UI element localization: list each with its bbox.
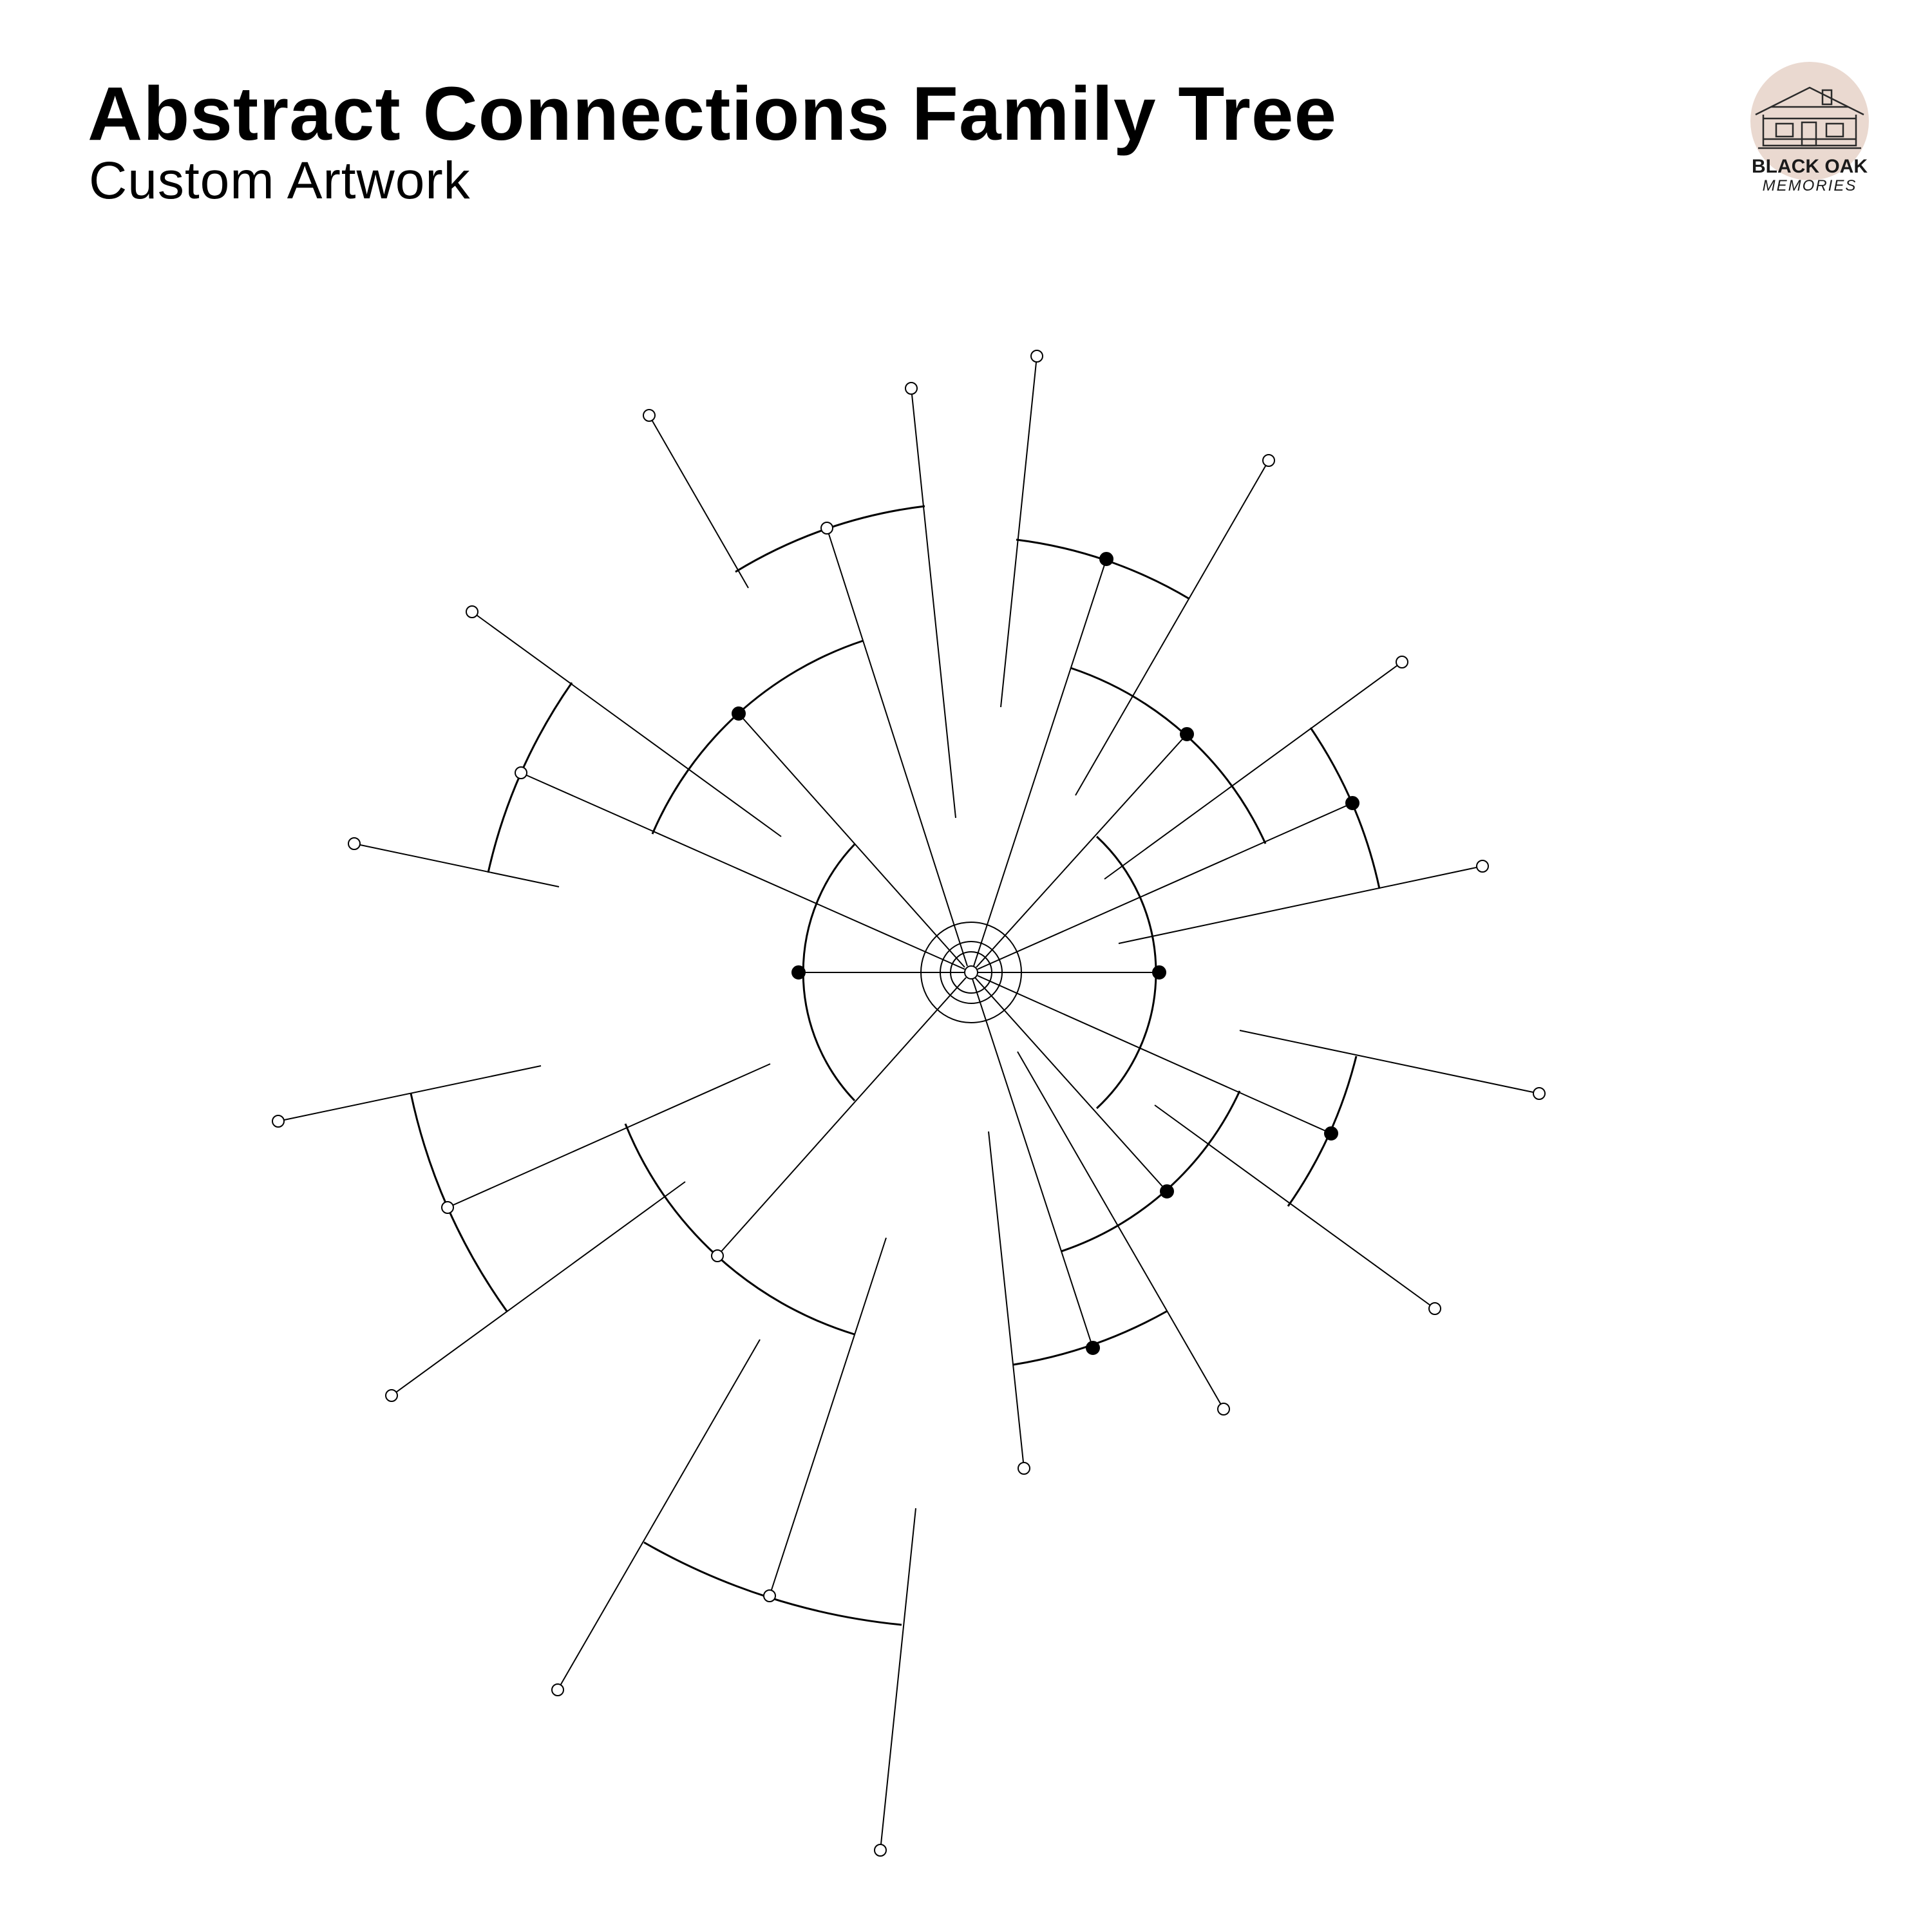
node-left	[791, 965, 806, 980]
arc-gen2-lower-left	[624, 1123, 855, 1336]
arc-gen2-lower-right	[1061, 1090, 1241, 1253]
link-upper-right-far	[1075, 460, 1269, 796]
link-top-right	[1000, 355, 1037, 708]
link-bottom-left-far	[557, 1339, 761, 1690]
arc-gen3-bottom	[643, 1541, 902, 1626]
link-bottom-right-far	[1017, 1051, 1224, 1410]
link-upper-left-far	[471, 611, 782, 837]
leaf-right	[1476, 860, 1489, 873]
arc-gen3-left	[487, 682, 573, 873]
leaf-left	[348, 837, 361, 850]
house-icon	[1755, 86, 1864, 149]
link-to-upper-left-node	[738, 713, 965, 968]
link-bottom-mid-far	[988, 1131, 1025, 1469]
link-to-top-right-node	[973, 558, 1107, 967]
leaf-top-right	[1030, 350, 1043, 363]
link-to-lower-right-node	[977, 975, 1332, 1134]
leaf-right-lower	[1533, 1087, 1546, 1100]
link-to-lower-left-hollow	[717, 977, 967, 1256]
tree-hollow-nodes	[272, 350, 1546, 1857]
link-to-right-node	[977, 802, 1353, 970]
root-node	[964, 965, 978, 980]
link-to-left-hollow	[520, 772, 965, 970]
tree-links	[278, 355, 1540, 1851]
node-lower-left-mid-hollow	[441, 1201, 454, 1214]
arc-gen3-lower-right	[1287, 1056, 1358, 1207]
leaf-left-lower	[272, 1115, 285, 1128]
logo-badge	[1750, 62, 1869, 180]
link-right-far-lower	[1239, 1030, 1540, 1094]
leaf-lower-left	[385, 1389, 398, 1402]
link-left-far	[354, 843, 560, 887]
link-to-bottom-right-node	[974, 977, 1168, 1192]
node-top-hollow	[820, 522, 833, 535]
node-right	[1152, 965, 1166, 980]
leaf-bottom-right	[1217, 1403, 1230, 1416]
leaf-top-mid	[905, 382, 918, 395]
link-left-far-lower	[278, 1065, 542, 1122]
link-right-far	[1118, 866, 1483, 944]
page-subtitle: Custom Artwork	[89, 151, 471, 210]
brand-logo: BLACK OAK MEMORIES	[1726, 62, 1893, 197]
arc-gen3-bottom-right	[1013, 1310, 1168, 1366]
leaf-right-upper	[1396, 656, 1408, 668]
link-right-far-upper	[1104, 661, 1403, 880]
node-bottom	[1086, 1341, 1100, 1355]
leaf-bottom-left	[551, 1683, 564, 1696]
link-lower-left-mid	[447, 1063, 771, 1208]
node-lower-left-hollow	[711, 1249, 724, 1262]
logo-text-line2: MEMORIES	[1763, 177, 1857, 194]
arc-gen2-upper-left	[651, 639, 864, 835]
node-right-mid	[1345, 796, 1359, 810]
link-top-mid	[911, 388, 956, 819]
tree-filled-nodes	[732, 552, 1359, 1355]
link-lower-left-far	[391, 1181, 686, 1396]
logo-text-line1: BLACK OAK	[1752, 156, 1868, 177]
link-to-top-hollow	[826, 527, 968, 967]
node-upper-left	[732, 706, 746, 721]
leaf-bottom-mid	[1018, 1462, 1030, 1475]
link-to-right-upper-node	[976, 734, 1188, 968]
link-bottom-left-mid	[769, 1237, 887, 1596]
arc-gen3-right	[1309, 727, 1381, 889]
node-left-hollow	[515, 766, 527, 779]
leaf-upper-left	[466, 605, 478, 618]
node-lower-right	[1324, 1126, 1338, 1141]
node-right-upper	[1180, 727, 1194, 741]
node-bottom-hollow	[763, 1589, 776, 1602]
page-title: Abstract Connections Family Tree	[88, 71, 1338, 156]
link-top-far-left	[649, 415, 749, 589]
leaf-top-far-left	[643, 409, 656, 422]
link-bottom-far	[880, 1508, 916, 1851]
leaf-bottom	[874, 1844, 887, 1857]
leaf-lower-right	[1428, 1302, 1441, 1315]
leaf-upper-right	[1262, 454, 1275, 467]
link-to-bottom-node	[972, 978, 1094, 1349]
node-bottom-right	[1160, 1184, 1174, 1198]
link-lower-right-far	[1154, 1104, 1435, 1309]
node-top-right	[1099, 552, 1113, 566]
